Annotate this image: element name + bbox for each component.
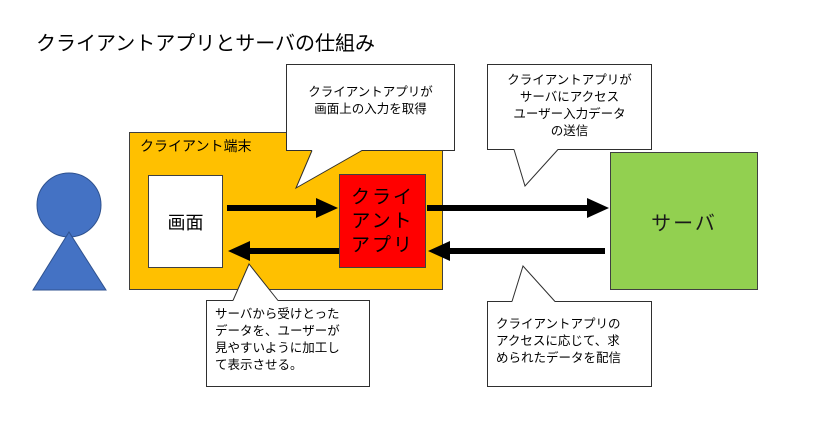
callout-screen-display-line-3: 見やすいように加工し [215,340,340,355]
callout-tail-screen-display [232,263,279,301]
callout-screen-display-line-2: データを、ユーザーが [215,323,340,338]
client-app-label-line-1: クライ [350,186,414,208]
callout-server-respond-line-2: アクセスに応じて、求 [496,333,620,348]
arrow-screen-to-app [227,198,338,218]
callout-screen-display: サーバから受けとった データを、ユーザーが 見やすいように加工し て表示させる。 [206,300,370,387]
callout-app-send-line-1: クライアントアプリが [507,72,632,87]
server-box: サーバ [610,152,758,290]
callout-server-respond-line-1: クライアントアプリの [496,316,621,331]
callout-server-respond-line-3: められたデータを配信 [496,350,622,365]
client-device-label: クライアント端末 [140,139,252,155]
callout-screen-display-line-1: サーバから受けとった [215,306,340,321]
callout-tail-app-input [294,150,363,190]
client-app-label-line-3: アプリ [350,234,414,256]
arrow-app-to-screen [228,241,339,261]
callout-tail-app-send [513,149,559,187]
screen-box: 画面 [148,175,223,268]
callout-app-input-line-1: クライアントアプリが [308,84,433,99]
callout-app-input-line-2: 画面上の入力を取得 [314,101,427,116]
callout-tail-server-respond [511,265,556,302]
server-label: サーバ [651,210,717,235]
callout-server-respond: クライアントアプリの アクセスに応じて、求 められたデータを配信 [487,301,652,387]
diagram-title: クライアントアプリとサーバの仕組み [36,31,375,55]
person-body [32,231,107,291]
screen-label: 画面 [167,212,204,234]
arrow-app-to-server [427,198,609,218]
client-app-box: クライ アント アプリ [339,174,426,268]
callout-app-send: クライアントアプリが サーバにアクセス ユーザー入力データ の送信 [487,64,652,150]
callout-app-send-line-2: サーバにアクセス [519,89,620,104]
callout-app-send-line-4: の送信 [550,123,589,138]
callout-app-send-line-3: ユーザー入力データ [513,106,626,121]
callout-app-input: クライアントアプリが 画面上の入力を取得 [286,64,455,151]
client-app-label-line-2: アント [351,210,414,232]
arrow-server-to-app [428,241,605,261]
callout-screen-display-line-4: て表示させる。 [215,357,303,372]
